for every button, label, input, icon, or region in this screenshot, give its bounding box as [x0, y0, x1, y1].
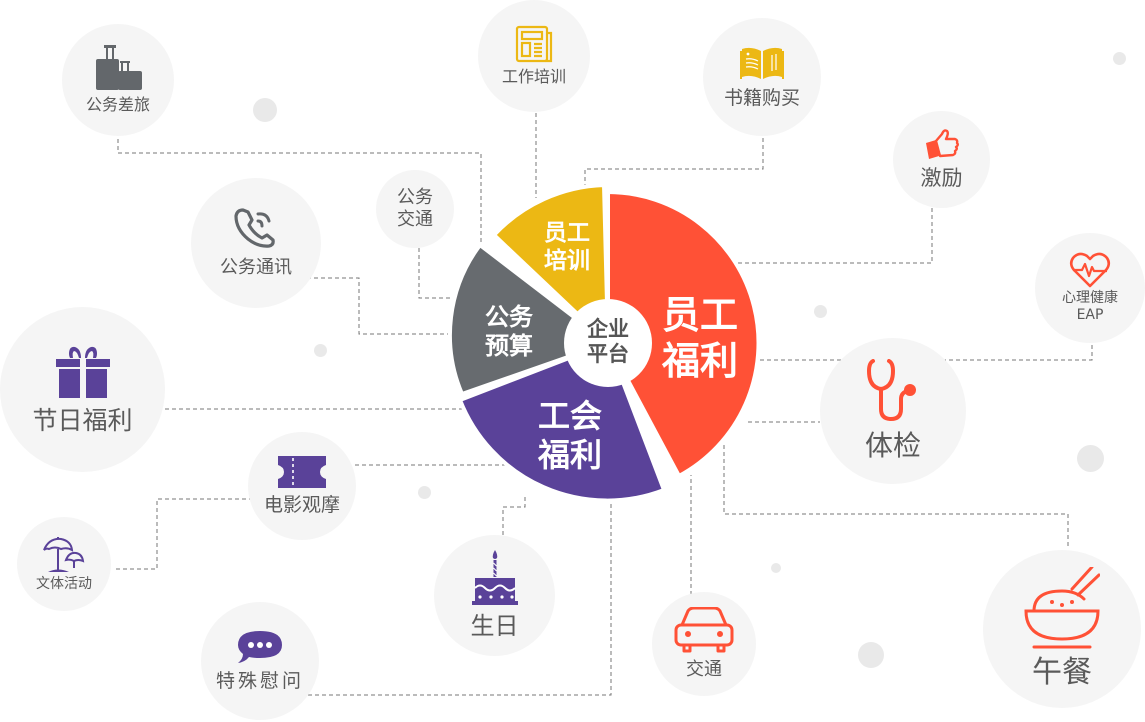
connector-business-transport: [418, 248, 455, 299]
connector-recreation: [116, 498, 250, 570]
node-label: 节日福利: [32, 405, 133, 435]
center-circle: [564, 299, 652, 387]
node-movie: 电影观摩: [248, 432, 356, 540]
node-label: 特殊慰问: [215, 669, 304, 692]
connector-condolence: [308, 498, 612, 696]
node-label: 午餐: [1032, 655, 1092, 690]
segment-label-line: 员工: [544, 220, 590, 246]
node-business-comm: 公务通讯: [191, 178, 321, 308]
segment-label-line: 福利: [661, 339, 738, 384]
node-mental-health: 心理健康 EAP: [1035, 233, 1145, 343]
decor-dot: [1077, 445, 1104, 472]
decor-dot: [314, 344, 327, 357]
beach-umbrella-icon: [43, 536, 85, 572]
node-label: 体检: [864, 429, 921, 463]
luggage-icon: [96, 45, 142, 91]
center-label-line: 平台: [587, 342, 629, 367]
pie-chart: [447, 182, 761, 503]
segment-label-line: 公务: [485, 303, 533, 331]
open-book-icon: [740, 47, 784, 79]
node-label: 书籍购买: [723, 86, 800, 109]
segment-staff-welfare: [606, 189, 761, 479]
heart-pulse-icon: [1069, 252, 1111, 288]
center-label: 企业 平台: [568, 317, 648, 367]
node-label: 生日: [470, 612, 519, 641]
node-label: EAP: [1076, 307, 1104, 323]
segment-label-union-welfare: 工会 福利: [525, 397, 615, 475]
node-label: 公务差旅: [85, 95, 150, 115]
connector-incentive: [738, 208, 933, 264]
segment-label-line: 预算: [485, 332, 533, 361]
node-label: 激励: [920, 165, 963, 190]
node-recreation: 文体活动: [17, 517, 111, 611]
node-label: 公务: [397, 187, 433, 209]
node-label: 心理健康: [1062, 290, 1118, 307]
segment-label-business-budget: 公务 预算: [474, 303, 544, 362]
phone-icon: [234, 208, 275, 248]
segment-label-line: 培训: [544, 248, 590, 275]
decor-dot: [418, 486, 431, 499]
decor-dot: [814, 305, 827, 318]
node-business-travel: 公务差旅: [62, 24, 174, 136]
segment-staff-training: [491, 182, 611, 348]
node-label: 交通: [397, 209, 433, 230]
node-health-check: 体检: [820, 338, 966, 484]
birthday-cake-icon: [471, 550, 518, 606]
node-label: 文体活动: [36, 575, 92, 592]
node-incentive: 激励: [893, 111, 990, 208]
rice-bowl-icon: [1024, 567, 1100, 649]
node-lunch: 午餐: [983, 550, 1141, 708]
newspaper-icon: [515, 26, 553, 63]
node-condolence: 特殊慰问: [201, 602, 319, 720]
segment-label-line: 工会: [537, 397, 602, 435]
node-label: 交通: [686, 659, 722, 681]
chat-bubble-icon: [238, 630, 282, 663]
thumbs-up-icon: [925, 129, 959, 159]
node-label: 电影观摩: [263, 493, 340, 516]
connector-business-travel: [117, 125, 482, 250]
connector-mental-health: [760, 338, 1093, 361]
node-transport: 交通: [652, 592, 756, 696]
node-book-purchase: 书籍购买: [703, 18, 821, 136]
decor-dot: [771, 563, 781, 573]
node-business-transport: 公务 交通: [376, 170, 454, 248]
gift-icon: [55, 346, 110, 398]
stethoscope-icon: [867, 359, 916, 422]
node-label: 工作培训: [501, 67, 566, 87]
connector-book-purchase: [584, 138, 764, 186]
segment-label-line: 员工: [661, 293, 738, 337]
decor-dot: [1113, 52, 1126, 65]
car-icon: [674, 607, 734, 653]
segment-label-staff-welfare: 员工 福利: [650, 292, 750, 385]
connector-birthday: [502, 495, 526, 535]
decor-dot: [253, 98, 277, 122]
connector-business-comm: [300, 277, 462, 335]
node-label: 公务通讯: [220, 257, 292, 279]
ticket-icon: [278, 455, 326, 488]
node-birthday: 生日: [434, 535, 555, 656]
segment-label-staff-training: 员工 培训: [532, 219, 602, 275]
node-job-training: 工作培训: [478, 0, 590, 112]
node-holiday-welfare: 节日福利: [0, 307, 165, 472]
center-label-line: 企业: [587, 317, 629, 341]
segment-label-line: 福利: [537, 436, 602, 475]
connector-lunch: [723, 445, 1069, 548]
decor-dot: [858, 642, 884, 668]
